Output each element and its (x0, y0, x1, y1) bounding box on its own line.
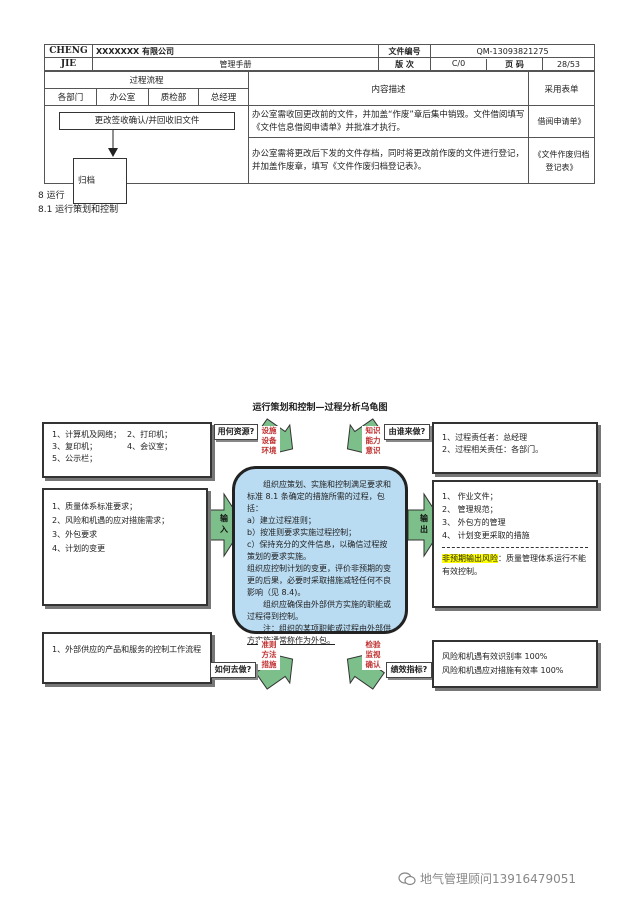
inputs-panel: 1、质量体系标准要求； 2、风险和机遇的应对措施需求； 3、外包要求 4、计划的… (42, 488, 208, 606)
diagram-title: 运行策划和控制—过程分析乌龟图 (252, 403, 388, 413)
flow-box-confirm: 更改签收确认/并回收旧文件 (59, 112, 235, 130)
row1-desc: 办公室需收回更改前的文件，并加盖“作废”章后集中销毁。文件借阅填写《文件信息借阅… (248, 105, 530, 138)
center-item-b: b）按准则要求实施过程控制； (247, 528, 357, 537)
risk-statement: 非预期输出风险：质量管理体系运行不能有效控制。 (442, 552, 588, 578)
output-arrow-label: 输出 (420, 514, 428, 534)
row2-desc: 办公室需将更改后下发的文件存档，同时将更改前作废的文件进行登记，并加盖作废章，填… (248, 137, 530, 184)
center-process-box: 组织应策划、实施和控制满足要求和标准 8.1 条确定的措施所需的过程，包括： a… (232, 466, 408, 645)
method-1: 1、外部供应的产品和服务的控制工作流程 (52, 645, 202, 654)
page-value: 28/53 (541, 57, 596, 71)
risk-highlight: 非预期输出风险 (442, 554, 498, 563)
center-item-c: c）保持充分的文件信息，以确信过程按策划的要求实施。 (247, 540, 388, 561)
center-p2: 组织应控制计划的变更，评价非预期的变更的后果，必要时采取措施减轻任何不良影响（见… (247, 564, 391, 597)
output-2: 2、 管理规范； (442, 505, 498, 514)
manual-title: 管理手册 (92, 57, 379, 71)
document-header: CHENG XXXXXXX 有限公司 文件编号 QM-13093821275 J… (44, 44, 596, 71)
resources-tag: 设施设备环境 (258, 426, 280, 456)
resource-1: 1、计算机及网络； (52, 430, 122, 439)
wechat-icon (398, 871, 416, 885)
flow-arrow (108, 130, 118, 157)
resource-4: 4、会议室； (127, 442, 173, 451)
input-arrow-label: 输入 (220, 514, 228, 534)
desc-header: 内容描述 (248, 71, 530, 106)
kpi-panel: 风险和机遇有效识别率 100% 风险和机遇应对措施有效率 100% (432, 640, 598, 688)
flow-area: 更改签收确认/并回收旧文件 归档 (43, 105, 250, 204)
methods-panel: 1、外部供应的产品和服务的控制工作流程 (42, 632, 212, 684)
resources-panel: 1、计算机及网络； 2、打印机； 3、复印机； 4、会议室； 5、公示栏； (42, 422, 212, 478)
output-1: 1、 作业文件； (442, 492, 498, 501)
output-3: 3、 外包方的管理 (442, 518, 506, 527)
page-label: 页 码 (486, 58, 542, 70)
method-tag: 准则方法措施 (258, 640, 280, 670)
version-value: C/0 (451, 58, 466, 68)
output-divider (442, 547, 588, 548)
people-panel: 1、过程责任者：总经理 2、过程相关责任：各部门。 (432, 422, 598, 474)
center-p3: 组织应确保由外部供方实施的职能或过程得到控制。 (247, 600, 391, 621)
by-whom-label: 由谁来做? (384, 424, 430, 440)
resource-2: 2、打印机； (127, 430, 173, 439)
kpi-2: 风险和机遇应对措施有效率 100% (442, 666, 564, 675)
competence-tag: 知识能力意识 (362, 426, 384, 456)
center-note: 注：组织的某项职能或过程由外部供方实施通常称作为外包。 (247, 624, 391, 645)
version-label: 版 次 (378, 57, 431, 71)
person-2: 2、过程相关责任：各部门。 (442, 445, 544, 454)
watermark-text: 地气管理顾问13916479051 (420, 872, 576, 886)
watermark: 地气管理顾问13916479051 (398, 870, 576, 887)
section-8-1: 8.1 运行策划和控制 (38, 205, 119, 215)
input-3: 3、外包要求 (52, 530, 98, 539)
kpi-1: 风险和机遇有效识别率 100% (442, 652, 548, 661)
resource-5: 5、公示栏； (52, 454, 98, 463)
metrics-label: 绩效指标? (386, 662, 432, 678)
with-what-label: 用何资源? (214, 424, 258, 440)
person-1: 1、过程责任者：总经理 (442, 433, 528, 442)
output-4: 4、 计划变更采取的措施 (442, 531, 530, 540)
process-table: 过程流程 内容描述 采用表单 各部门 办公室 质检部 总经理 更改签收确认/并回… (43, 71, 596, 204)
input-2: 2、风险和机遇的应对措施需求； (52, 516, 170, 525)
row2-form: 《文件作废归档登记表》 (528, 137, 596, 184)
check-tag: 检验监视确认 (362, 640, 384, 670)
section-8: 8 运行 (38, 191, 65, 201)
flow-box-archive: 归档 (73, 158, 127, 204)
outputs-panel: 1、 作业文件； 2、 管理规范； 3、 外包方的管理 4、 计划变更采取的措施… (432, 480, 598, 608)
input-1: 1、质量体系标准要求； (52, 502, 138, 511)
how-label: 如何去做? (210, 662, 256, 678)
resource-3: 3、复印机； (52, 442, 98, 451)
center-intro: 组织应策划、实施和控制满足要求和标准 8.1 条确定的措施所需的过程，包括： (247, 480, 391, 513)
risk-text: ：质量管理体系运行不能有效控制。 (442, 554, 586, 576)
input-4: 4、计划的变更 (52, 544, 106, 553)
center-item-a: a）建立过程准则； (247, 516, 316, 525)
